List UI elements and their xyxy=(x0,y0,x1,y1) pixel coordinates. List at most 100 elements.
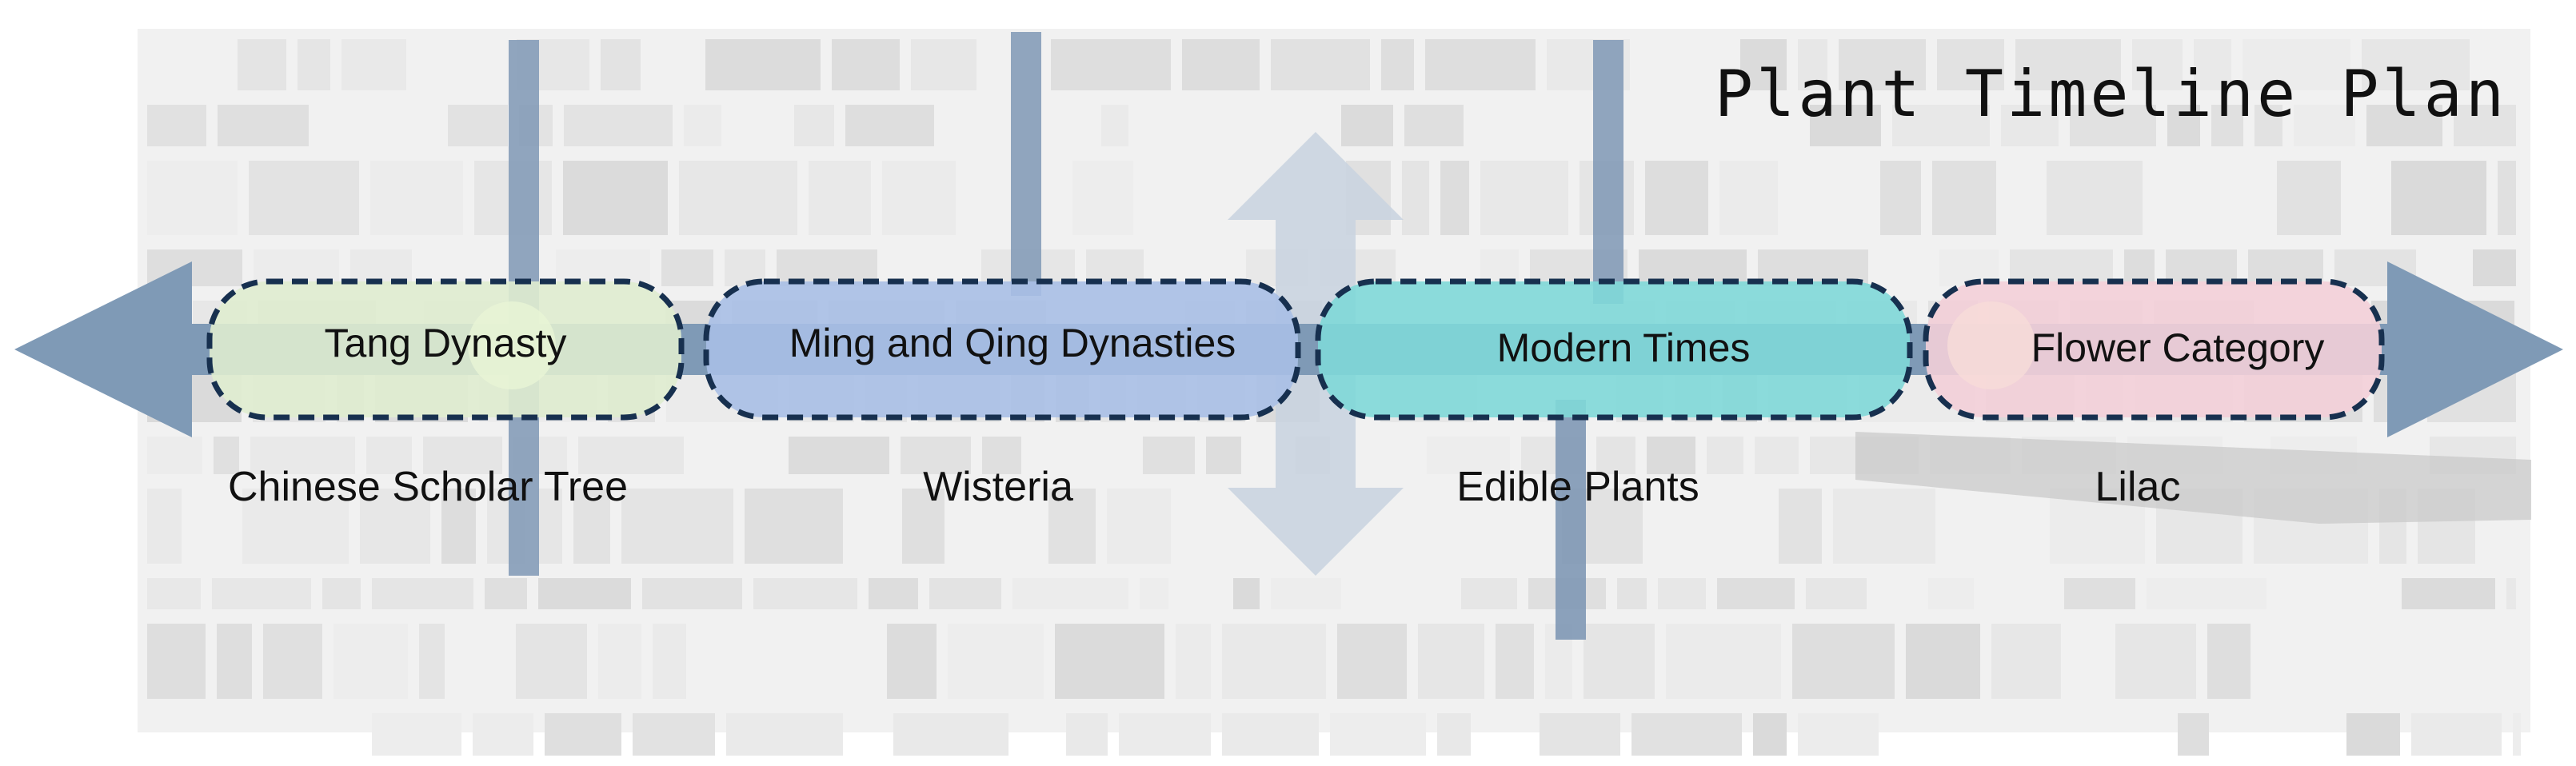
map-block xyxy=(1330,713,1426,756)
map-block xyxy=(982,437,1021,474)
map-block xyxy=(1440,161,1469,235)
map-block xyxy=(1206,437,1241,474)
map-block xyxy=(2167,105,2200,146)
map-block xyxy=(1647,437,1695,474)
map-block xyxy=(745,489,843,564)
map-block xyxy=(2178,713,2209,756)
vertical-bar-2 xyxy=(1011,32,1041,296)
map-block xyxy=(1176,624,1211,699)
map-block xyxy=(1404,105,1464,146)
map-block xyxy=(1496,624,1534,699)
map-block xyxy=(893,713,1008,756)
vertical-bar-3 xyxy=(1593,40,1623,304)
map-block xyxy=(563,161,668,235)
map-block xyxy=(1666,624,1781,699)
map-block xyxy=(1645,161,1708,235)
map-block xyxy=(2047,161,2143,235)
map-block xyxy=(679,161,797,235)
map-block xyxy=(2001,105,2059,146)
map-block xyxy=(147,624,206,699)
map-block xyxy=(1617,578,1647,609)
map-block xyxy=(1182,39,1260,90)
map-block xyxy=(1932,161,1996,235)
map-block xyxy=(911,39,976,90)
map-block xyxy=(1233,578,1260,609)
map-block xyxy=(809,161,871,235)
map-block xyxy=(1425,39,1536,90)
map-block xyxy=(929,578,1001,609)
map-block xyxy=(794,105,834,146)
era-label: Flower Category xyxy=(2031,325,2325,370)
map-block xyxy=(2498,161,2516,235)
map-block xyxy=(2166,249,2237,286)
map-block xyxy=(1658,578,1706,609)
map-block xyxy=(564,105,673,146)
map-block xyxy=(2211,105,2243,146)
map-block xyxy=(1381,39,1414,90)
map-block xyxy=(1753,713,1787,756)
map-block xyxy=(238,39,286,90)
map-block xyxy=(1143,437,1195,474)
map-block xyxy=(1048,489,1096,564)
map-block xyxy=(1880,161,1921,235)
plant-label-modern: Edible Plants xyxy=(1456,464,1699,510)
map-block xyxy=(1798,39,1827,90)
map-block xyxy=(1480,161,1568,235)
map-block xyxy=(1810,105,1881,146)
map-block xyxy=(869,578,918,609)
pill-glow xyxy=(468,301,556,389)
map-block xyxy=(538,578,631,609)
era-pill-box xyxy=(1315,278,1913,421)
map-block xyxy=(1222,713,1319,756)
map-block xyxy=(653,624,686,699)
map-block xyxy=(333,624,408,699)
map-block xyxy=(705,39,821,90)
map-block xyxy=(845,105,934,146)
map-block xyxy=(2064,578,2135,609)
map-block xyxy=(789,437,889,474)
map-block xyxy=(366,437,412,474)
map-block xyxy=(1418,624,1484,699)
map-block xyxy=(2243,39,2350,90)
map-block xyxy=(1928,578,1974,609)
map-block xyxy=(1596,437,1635,474)
map-block xyxy=(661,249,713,286)
map-block xyxy=(2506,578,2516,609)
map-block xyxy=(537,489,562,564)
era-pills: Tang Dynasty Ming and Qing Dynasties Mod… xyxy=(206,278,2385,421)
map-block xyxy=(598,624,641,699)
map-block xyxy=(473,713,533,756)
era-label: Ming and Qing Dynasties xyxy=(789,321,1236,365)
map-block xyxy=(1066,713,1108,756)
map-block xyxy=(1707,437,1743,474)
map-block xyxy=(249,161,359,235)
map-block xyxy=(2207,624,2251,699)
map-block xyxy=(1427,437,1510,474)
era-pill-tang: Tang Dynasty xyxy=(206,278,685,421)
map-block xyxy=(147,489,182,564)
map-block xyxy=(1719,161,1778,235)
map-block xyxy=(1461,578,1517,609)
map-block xyxy=(341,39,406,90)
map-block xyxy=(448,105,508,146)
map-block xyxy=(2391,161,2486,235)
map-block xyxy=(1055,624,1164,699)
map-block xyxy=(1540,713,1620,756)
map-block xyxy=(2294,105,2355,146)
map-block xyxy=(1341,105,1393,146)
map-block xyxy=(370,161,463,235)
era-pill-ming-qing: Ming and Qing Dynasties xyxy=(703,278,1301,421)
map-block xyxy=(1271,578,1341,609)
era-pill-box xyxy=(206,278,685,421)
map-block xyxy=(147,578,201,609)
plant-label-tang: Chinese Scholar Tree xyxy=(228,464,628,510)
map-block xyxy=(1798,713,1879,756)
plant-label-flower: Lilac xyxy=(2095,464,2181,510)
map-block xyxy=(882,161,956,235)
map-block xyxy=(901,437,971,474)
map-block xyxy=(1101,105,1128,146)
map-block xyxy=(1437,713,1471,756)
map-block xyxy=(753,578,857,609)
map-block xyxy=(1072,161,1133,235)
